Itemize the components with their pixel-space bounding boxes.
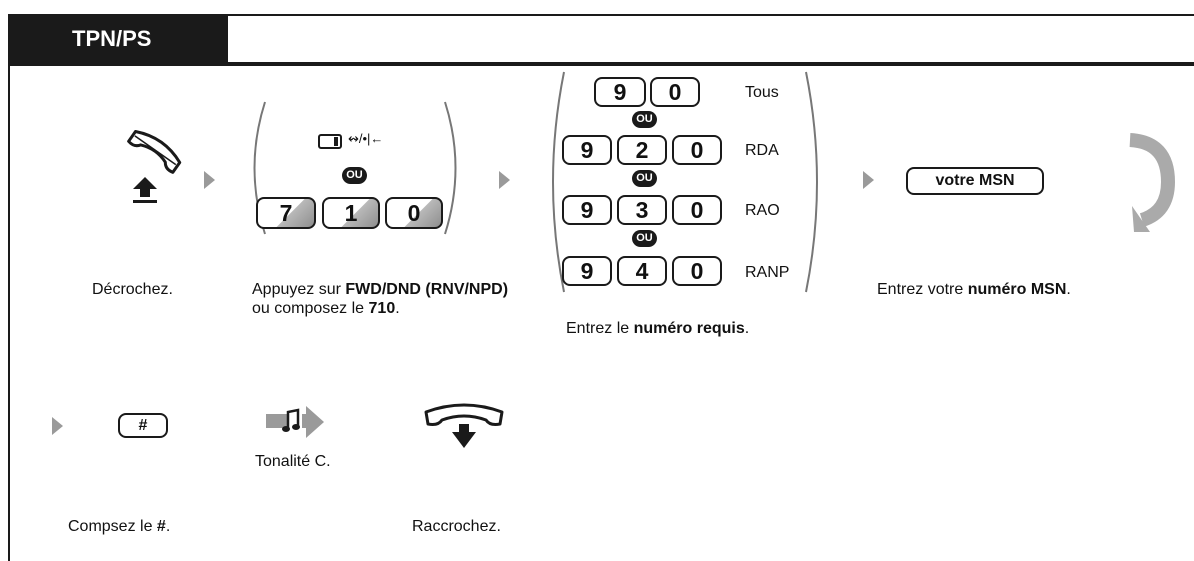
step4-caption: Entrez votre numéro MSN. (877, 280, 1071, 299)
step3-caption-bold: numéro requis (633, 320, 745, 337)
msn-key: votre MSN (906, 167, 1044, 195)
step2-caption-text: . (395, 300, 400, 317)
digit-key-3: 3 (617, 195, 667, 225)
step5-caption: Compsez le #. (68, 517, 170, 536)
digit-key-0: 0 (672, 135, 722, 165)
step3-caption: Entrez le numéro requis. (566, 319, 749, 338)
flow-arrow-icon (499, 171, 510, 189)
option-label-tous: Tous (745, 84, 779, 101)
step2-caption: Appuyez sur FWD/DND (RNV/NPD) ou compose… (252, 280, 512, 318)
step4-caption-bold: numéro MSN (967, 281, 1067, 298)
digit-key-0: 0 (672, 256, 722, 286)
step4-caption-text: . (1066, 281, 1071, 298)
left-parenthesis-icon (552, 71, 565, 293)
step2-caption-bold: FWD/DND (RNV/NPD) (345, 281, 509, 298)
step3-caption-text: . (744, 320, 750, 337)
option-label-rda: RDA (745, 142, 779, 159)
flow-arrow-icon (863, 171, 874, 189)
step2-caption-bold: 710 (368, 300, 396, 317)
digit-key-1: 1 (322, 197, 380, 229)
digit-key-9: 9 (562, 256, 612, 286)
ou-badge: OU (632, 170, 657, 187)
step7-caption: Raccrochez. (412, 518, 501, 535)
fwd-dnd-key-icon (318, 134, 342, 149)
header-title: TPN/PS (72, 26, 152, 51)
digit-key-0: 0 (385, 197, 443, 229)
header-band (10, 62, 1194, 66)
on-hook-handset-icon (424, 403, 504, 448)
digit-key-9: 9 (562, 195, 612, 225)
digit-key-9: 9 (594, 77, 646, 107)
step5-caption-bold: # (156, 518, 166, 535)
step5-caption-text: Compsez le (68, 518, 157, 535)
fwd-dnd-key-symbol: ↭/•|← (348, 131, 384, 146)
digit-key-2: 2 (617, 135, 667, 165)
right-parenthesis-icon (444, 101, 457, 235)
ou-badge: OU (632, 230, 657, 247)
hash-key: # (118, 413, 168, 438)
option-label-rao: RAO (745, 202, 780, 219)
step4-caption-text: Entrez votre (877, 281, 968, 298)
ou-badge: OU (632, 111, 657, 128)
header-tab: TPN/PS (10, 16, 228, 62)
ou-badge: OU (342, 167, 367, 184)
frame-top-border (8, 14, 1194, 16)
step2-caption-text: Appuyez sur (252, 281, 346, 298)
step5-caption-text: . (165, 518, 171, 535)
frame-left-border (8, 14, 10, 561)
digit-key-4: 4 (617, 256, 667, 286)
off-hook-handset-icon (127, 129, 182, 203)
step1-caption: Décrochez. (92, 281, 173, 298)
continue-curved-arrow-icon (1129, 133, 1176, 232)
digit-key-7: 7 (256, 197, 316, 229)
flow-arrow-icon (52, 417, 63, 435)
step3-caption-text: Entrez le (566, 320, 634, 337)
step6-caption: Tonalité C. (255, 453, 331, 470)
digit-key-0: 0 (650, 77, 700, 107)
digit-key-0: 0 (672, 195, 722, 225)
right-parenthesis-icon (805, 71, 818, 293)
tone-c-icon (266, 406, 324, 438)
flow-arrow-icon (204, 171, 215, 189)
digit-key-9: 9 (562, 135, 612, 165)
step2-caption-text: ou composez le (252, 300, 369, 317)
option-label-ranp: RANP (745, 264, 790, 281)
